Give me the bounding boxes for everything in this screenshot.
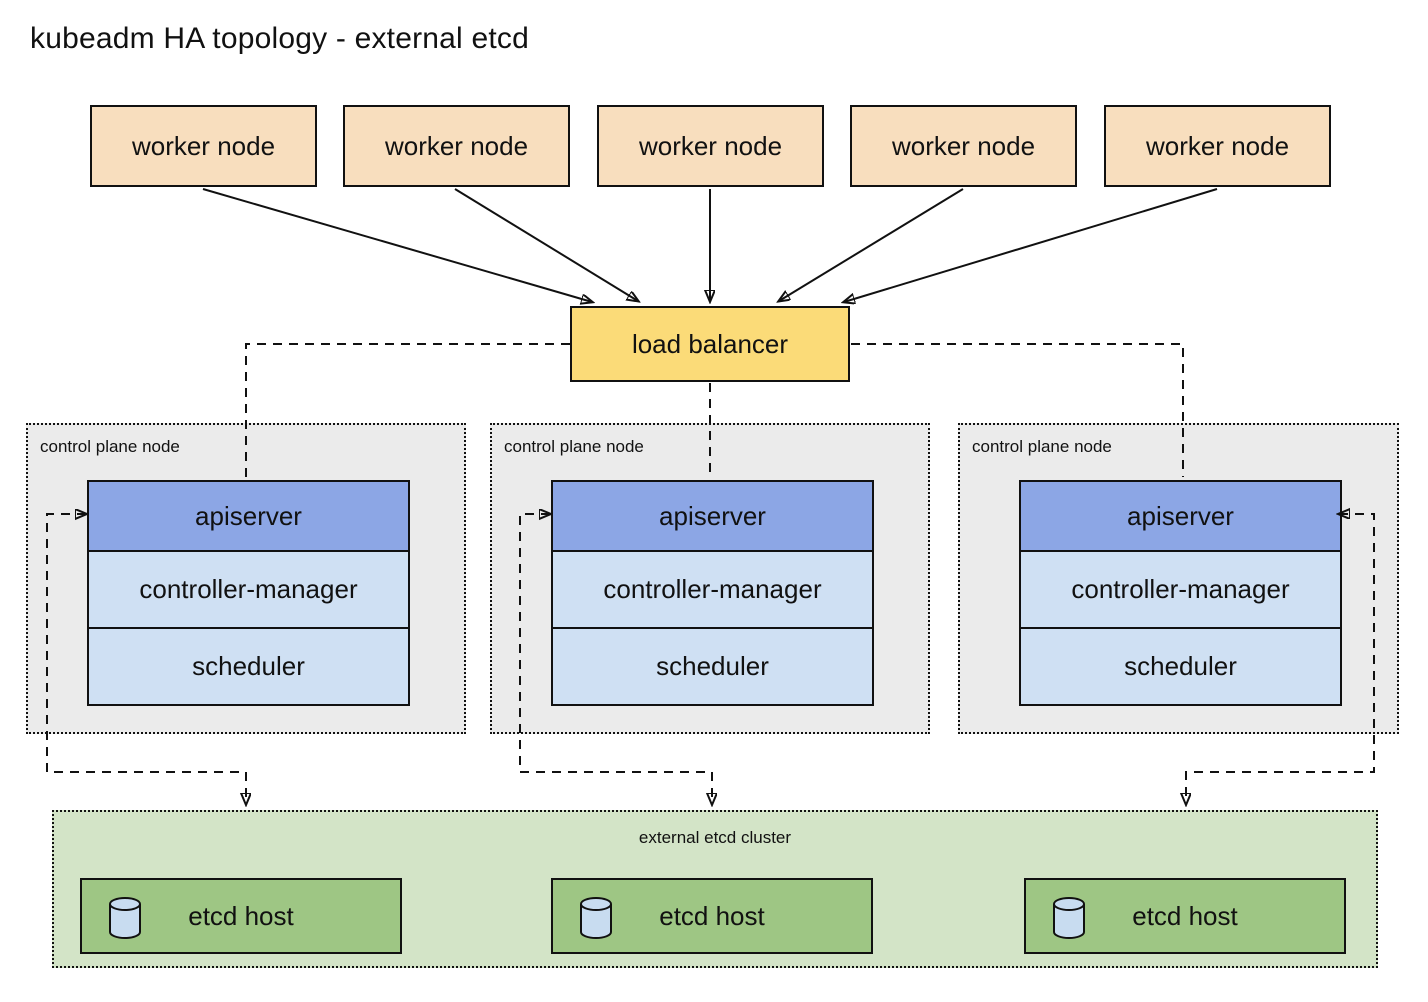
etcd-host-box-3: etcd host	[1024, 878, 1346, 954]
apiserver-box: apiserver	[1019, 480, 1342, 552]
worker-node-box-1: worker node	[90, 105, 317, 187]
control-plane-label: control plane node	[972, 437, 1112, 456]
worker-node-label: worker node	[131, 130, 276, 161]
etcd-cluster-container: external etcd cluster etcd host etcd hos…	[52, 810, 1378, 968]
controller-manager-label: controller-manager	[1071, 574, 1290, 604]
control-plane-stack: apiserver controller-manager scheduler	[1019, 480, 1342, 706]
controller-manager-box: controller-manager	[551, 550, 874, 629]
controller-manager-box: controller-manager	[1019, 550, 1342, 629]
database-cylinder-icon	[579, 896, 613, 947]
apiserver-box: apiserver	[551, 480, 874, 552]
worker1-to-lb-arrow	[202, 188, 592, 302]
etcd-host-box-1: etcd host	[80, 878, 402, 954]
control-plane-container-2: control plane node apiserver controller-…	[490, 423, 930, 734]
apiserver-label: apiserver	[659, 500, 766, 531]
worker4-to-lb-arrow	[779, 188, 964, 301]
database-cylinder-icon	[108, 896, 142, 947]
worker-node-label: worker node	[1145, 130, 1290, 161]
etcd-host-box-2: etcd host	[551, 878, 873, 954]
apiserver-box: apiserver	[87, 480, 410, 552]
worker5-to-lb-arrow	[844, 188, 1218, 302]
control-plane-label: control plane node	[40, 437, 180, 456]
etcd-cluster-label: external etcd cluster	[638, 828, 792, 847]
scheduler-box: scheduler	[87, 627, 410, 706]
worker2-to-lb-arrow	[454, 188, 638, 301]
database-cylinder-icon	[1052, 896, 1086, 947]
scheduler-box: scheduler	[1019, 627, 1342, 706]
controller-manager-label: controller-manager	[603, 574, 822, 604]
scheduler-label: scheduler	[656, 651, 769, 681]
control-plane-stack: apiserver controller-manager scheduler	[551, 480, 874, 706]
scheduler-label: scheduler	[1124, 651, 1237, 681]
worker-node-label: worker node	[891, 130, 1036, 161]
etcd-host-label: etcd host	[659, 900, 765, 931]
controller-manager-label: controller-manager	[139, 574, 358, 604]
scheduler-label: scheduler	[192, 651, 305, 681]
worker-node-label: worker node	[638, 130, 783, 161]
load-balancer-label: load balancer	[631, 328, 789, 359]
controller-manager-box: controller-manager	[87, 550, 410, 629]
control-plane-container-3: control plane node apiserver controller-…	[958, 423, 1399, 734]
control-plane-label: control plane node	[504, 437, 644, 456]
etcd-host-label: etcd host	[1132, 900, 1238, 931]
worker-node-box-5: worker node	[1104, 105, 1331, 187]
etcd-host-label: etcd host	[188, 900, 294, 931]
worker-node-box-4: worker node	[850, 105, 1077, 187]
apiserver-label: apiserver	[1127, 500, 1234, 531]
load-balancer-box: load balancer	[570, 306, 850, 382]
apiserver-label: apiserver	[195, 500, 302, 531]
worker-node-label: worker node	[384, 130, 529, 161]
worker-node-box-3: worker node	[597, 105, 824, 187]
scheduler-box: scheduler	[551, 627, 874, 706]
worker-node-box-2: worker node	[343, 105, 570, 187]
control-plane-container-1: control plane node apiserver controller-…	[26, 423, 466, 734]
control-plane-stack: apiserver controller-manager scheduler	[87, 480, 410, 706]
page-title: kubeadm HA topology - external etcd	[30, 22, 529, 55]
